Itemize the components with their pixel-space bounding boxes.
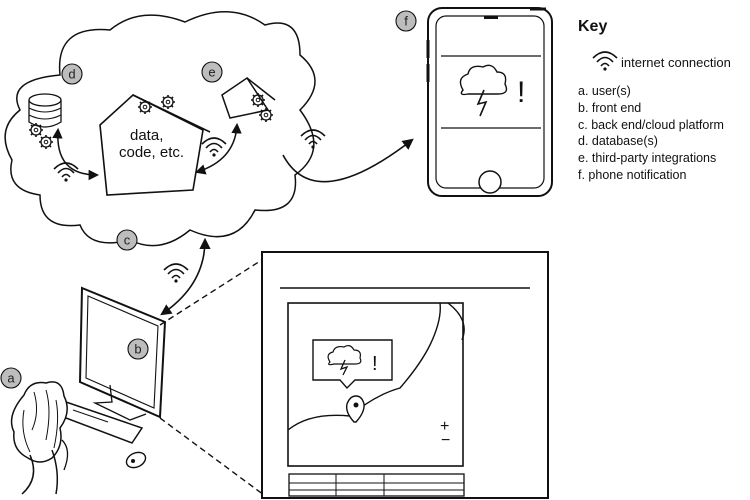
storm-cloud-icon — [327, 344, 362, 366]
svg-text:b: b — [134, 342, 141, 357]
badge-a: a — [0, 367, 22, 389]
cloud-backend — [4, 11, 316, 247]
legend-item: e. third-party integrations — [578, 151, 717, 166]
data-text-line-2: code, etc. — [119, 144, 184, 161]
zoom-line-top — [159, 255, 269, 326]
legend-list: a. user(s) b. front end c. back end/clou… — [578, 83, 724, 184]
badge-f: f — [395, 10, 417, 32]
legend-item: f. phone notification — [578, 167, 687, 182]
zoom-in-button[interactable]: + — [440, 418, 449, 435]
lightning-icon — [476, 89, 488, 117]
svg-text:d: d — [68, 67, 75, 82]
weather-popup: ! — [312, 339, 393, 390]
data-table — [288, 473, 465, 497]
notification-exclamation: ! — [517, 76, 525, 109]
zoom-line-bottom — [159, 417, 269, 499]
svg-text:a: a — [7, 371, 15, 386]
lightning-icon — [339, 359, 349, 376]
wifi-icon — [53, 162, 79, 183]
svg-text:f: f — [404, 14, 408, 29]
badge-d: d — [61, 63, 83, 85]
desktop-monitor — [78, 286, 167, 421]
svg-text:c: c — [124, 233, 131, 248]
legend-title: Key — [578, 18, 608, 35]
wifi-icon — [592, 51, 618, 72]
map-coastline — [447, 302, 465, 341]
map-coastline — [287, 302, 441, 431]
legend-item: c. back end/cloud platform — [578, 117, 724, 132]
third-party-integration-icon — [221, 76, 276, 123]
data-text-line-1: data, — [130, 127, 163, 144]
user-figure — [10, 381, 69, 495]
legend-item: b. front end — [578, 100, 642, 115]
database-icon — [28, 93, 62, 150]
integration-to-data-arrow — [194, 122, 242, 175]
popup-exclamation: ! — [372, 353, 378, 375]
desktop-to-cloud-arrow — [160, 237, 211, 316]
cloud-to-phone-arrow — [282, 138, 414, 183]
badge-e: e — [201, 61, 223, 83]
phone-notification: ! — [426, 7, 553, 197]
storm-cloud-icon — [459, 64, 508, 96]
legend-item: d. database(s) — [578, 134, 658, 149]
location-pin-icon — [345, 395, 365, 423]
zoom-out-button[interactable]: − — [441, 432, 450, 449]
legend-item: a. user(s) — [578, 84, 631, 98]
legend-wifi-label: internet connection — [621, 55, 731, 70]
svg-text:e: e — [208, 65, 215, 80]
wifi-icon — [163, 263, 189, 284]
data-code-box: data, code, etc. — [99, 94, 211, 196]
keyboard — [56, 401, 144, 444]
badge-c: c — [116, 229, 138, 251]
zoomed-screen: ! + − — [261, 251, 549, 499]
mouse — [125, 451, 147, 469]
badge-b: b — [127, 338, 149, 360]
wifi-icon — [201, 137, 227, 158]
